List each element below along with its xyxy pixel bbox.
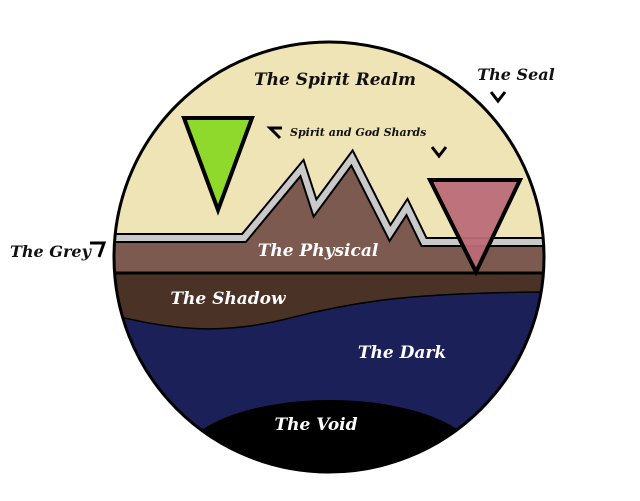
- dark-label: The Dark: [358, 343, 446, 363]
- physical-label: The Physical: [258, 241, 379, 261]
- spirit-realm-label: The Spirit Realm: [254, 70, 416, 90]
- realm-circle-border: [112, 40, 546, 474]
- grey-pointer-icon: [90, 241, 107, 258]
- grey-realm-band-fill: [114, 152, 544, 245]
- god-shard-pointer-icon: [430, 146, 448, 159]
- shards-label: Spirit and God Shards: [290, 126, 426, 139]
- void-label: The Void: [274, 415, 357, 435]
- seal-label: The Seal: [477, 65, 554, 84]
- physical-realm-region: [114, 163, 544, 273]
- grey-label: The Grey: [10, 242, 93, 261]
- shards-pointer-icon: [266, 126, 282, 140]
- shadow-label: The Shadow: [170, 289, 287, 309]
- seal-pointer-icon: [489, 91, 507, 104]
- spirit-shard-triangle: [181, 116, 255, 216]
- god-shard-triangle: [426, 178, 524, 277]
- void-realm-region: [182, 400, 478, 472]
